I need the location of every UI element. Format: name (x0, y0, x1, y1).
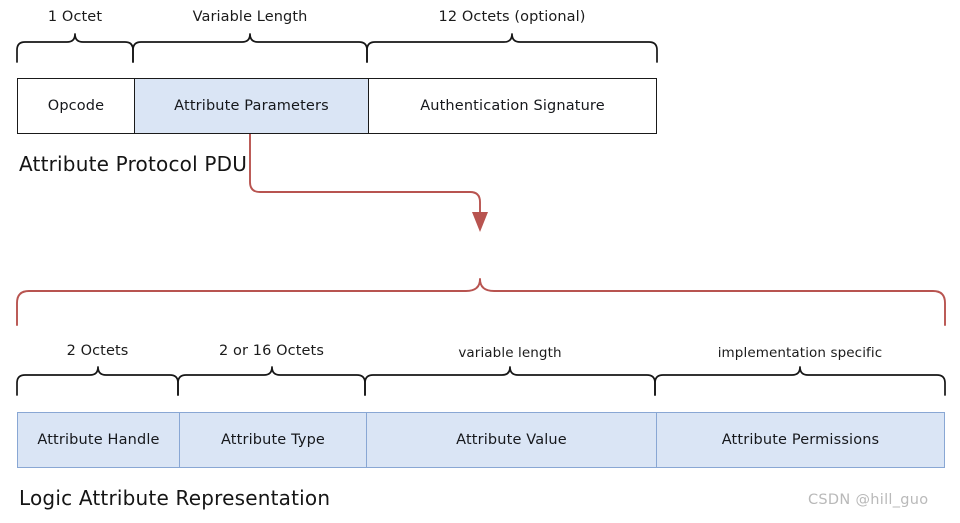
bottom-brace-2 (177, 366, 366, 396)
bottom-brace-1 (16, 366, 179, 396)
top-measure-label-3: 12 Octets (optional) (438, 9, 586, 25)
field-attribute-handle[interactable]: Attribute Handle (18, 413, 179, 467)
top-brace-1 (16, 33, 134, 63)
connector-arrowhead (472, 212, 488, 232)
bottom-measure-label-2: 2 or 16 Octets (219, 343, 324, 359)
top-brace-3 (366, 33, 658, 63)
field-attribute-permissions[interactable]: Attribute Permissions (656, 413, 944, 467)
top-structure-title: Attribute Protocol PDU (19, 152, 248, 176)
attribute-protocol-pdu-row: Opcode Attribute Parameters Authenticati… (17, 78, 657, 134)
bottom-red-brace (16, 278, 946, 326)
watermark-label: CSDN @hill_guo (808, 492, 929, 508)
field-attribute-parameters[interactable]: Attribute Parameters (134, 79, 368, 133)
bottom-measure-label-1: 2 Octets (66, 343, 129, 359)
top-measure-label-1: 1 Octet (47, 9, 103, 25)
logic-attribute-representation-row: Attribute Handle Attribute Type Attribut… (17, 412, 945, 468)
bottom-brace-4 (654, 366, 946, 396)
bottom-brace-3 (364, 366, 656, 396)
field-attribute-type[interactable]: Attribute Type (179, 413, 366, 467)
field-authentication-signature[interactable]: Authentication Signature (368, 79, 656, 133)
field-opcode[interactable]: Opcode (47, 98, 105, 114)
connector-line (249, 134, 481, 217)
field-attribute-value[interactable]: Attribute Value (366, 413, 656, 467)
bottom-measure-label-3: variable length (458, 345, 562, 361)
top-measure-label-2: Variable Length (192, 9, 308, 25)
bottom-measure-label-4: implementation specific (717, 345, 883, 361)
top-brace-2 (132, 33, 368, 63)
bottom-structure-title: Logic Attribute Representation (19, 486, 331, 510)
